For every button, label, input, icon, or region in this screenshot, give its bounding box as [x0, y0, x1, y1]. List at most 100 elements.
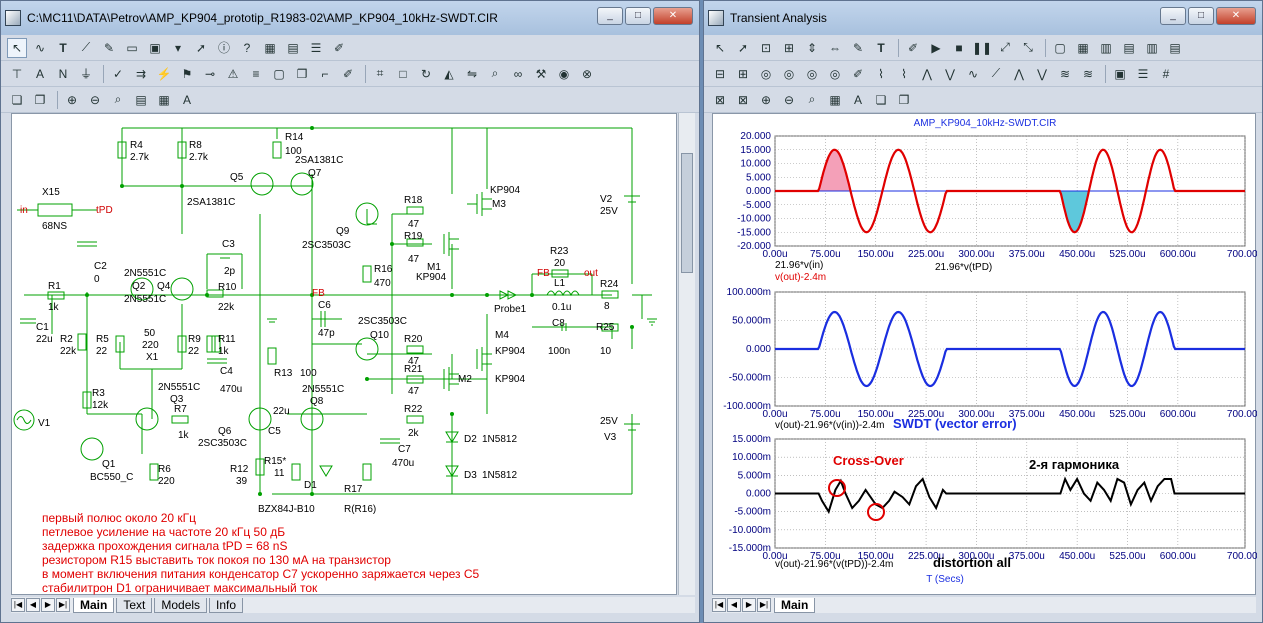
check-icon[interactable]: ✓ — [112, 66, 124, 81]
edit-icon[interactable]: ✐ — [333, 40, 345, 55]
wire-mode-icon[interactable]: ∿ — [34, 40, 46, 55]
copy-icon[interactable]: ❐ — [296, 66, 308, 81]
pin-icon[interactable]: ⊤ — [11, 66, 23, 81]
help-icon[interactable]: ? — [243, 40, 251, 55]
paste-window-icon[interactable]: ❐ — [34, 92, 46, 107]
zoom-in-icon[interactable]: ⊕ — [66, 92, 78, 107]
close-button[interactable]: ✕ — [1216, 7, 1256, 25]
tab-main[interactable]: Main — [774, 597, 816, 613]
list-icon[interactable]: ☰ — [310, 40, 322, 55]
dropdown-icon[interactable]: ▾ — [174, 40, 182, 55]
layout-2-icon[interactable]: ▤ — [1123, 40, 1135, 55]
find-2-icon[interactable]: ◎ — [783, 66, 795, 81]
select-area-icon[interactable]: ⌗ — [376, 66, 384, 80]
attr-icon[interactable]: A — [35, 66, 44, 81]
maximize-button[interactable]: □ — [625, 7, 651, 25]
wave2-icon[interactable]: ≋ — [1082, 66, 1094, 81]
select-mode-icon[interactable]: ↖ — [7, 37, 27, 58]
tab-last-button[interactable]: ▶| — [56, 598, 70, 612]
clipboard-icon[interactable]: ▣ — [1114, 66, 1126, 81]
list-icon[interactable]: ☰ — [1137, 66, 1149, 81]
high-icon[interactable]: ⋀ — [922, 66, 932, 81]
box-icon[interactable]: □ — [399, 66, 407, 81]
cursor2-icon[interactable]: ⊞ — [737, 66, 749, 81]
warning-icon[interactable]: ⚠ — [227, 66, 239, 81]
zoom-fit-icon[interactable]: ⌕ — [808, 92, 816, 106]
layout-1-icon[interactable]: ▥ — [1100, 40, 1112, 55]
tab-first-button[interactable]: |◀ — [11, 598, 25, 612]
grid-toggle-icon[interactable]: ▦ — [829, 92, 841, 107]
layout-4-icon[interactable]: ▤ — [1169, 40, 1181, 55]
zoom-fit-icon[interactable]: ⌕ — [114, 92, 122, 106]
tag-icon[interactable]: ✎ — [852, 40, 864, 55]
scale-x-icon[interactable]: ⇔ — [829, 40, 841, 55]
connect-icon[interactable]: ⌐ — [321, 66, 329, 81]
tab-prev-button[interactable]: ◀ — [727, 598, 741, 612]
fit-2-icon[interactable]: ⊠ — [737, 92, 749, 107]
flag-icon[interactable]: ⚑ — [181, 66, 193, 81]
info-icon[interactable]: ⓘ — [217, 41, 230, 55]
close-button[interactable]: ✕ — [653, 7, 693, 25]
tab-text[interactable]: Text — [116, 597, 153, 613]
props-icon[interactable]: ✐ — [342, 66, 354, 81]
camera-icon[interactable]: ▣ — [149, 40, 161, 55]
pointer-icon[interactable]: ➚ — [195, 40, 207, 55]
edit-icon[interactable]: ✐ — [852, 66, 864, 81]
mirror-icon[interactable]: ◭ — [444, 66, 454, 81]
zoom-box-icon[interactable]: ⊞ — [783, 40, 795, 55]
zoom-out-icon[interactable]: ⊖ — [89, 92, 101, 107]
valley-icon[interactable]: ⌇ — [901, 66, 907, 81]
text-mode-icon[interactable]: T — [59, 40, 67, 55]
global-low-icon[interactable]: ⋁ — [1037, 66, 1047, 81]
find-3-icon[interactable]: ◎ — [806, 66, 818, 81]
text-icon[interactable]: T — [877, 40, 885, 55]
tab-models[interactable]: Models — [154, 597, 208, 613]
binoculars-icon[interactable]: ∞ — [513, 66, 523, 81]
zoom-in-icon[interactable]: ⊕ — [760, 92, 772, 107]
copy-window-icon[interactable]: ❏ — [875, 92, 887, 107]
rotate-icon[interactable]: ↻ — [420, 66, 432, 81]
page-icon[interactable]: ▢ — [1054, 40, 1066, 55]
fit-icon[interactable]: ⊠ — [714, 92, 726, 107]
scale-y-icon[interactable]: ⇕ — [806, 40, 818, 55]
scrollbar-thumb[interactable] — [681, 153, 693, 273]
properties-icon[interactable]: ✐ — [907, 40, 919, 55]
find-icon[interactable]: ⌕ — [491, 66, 499, 80]
minimize-button[interactable]: _ — [597, 7, 623, 25]
peak-icon[interactable]: ⌇ — [878, 66, 884, 81]
help-circle-icon[interactable]: ◉ — [558, 66, 570, 81]
pencil-icon[interactable]: ✎ — [103, 40, 115, 55]
run-icon[interactable]: ▶ — [931, 40, 941, 55]
inflect-icon[interactable]: ∿ — [967, 66, 979, 81]
print-icon[interactable]: ▤ — [135, 92, 147, 107]
stop-circle-icon[interactable]: ⊗ — [581, 66, 593, 81]
grid-icon[interactable]: ▦ — [1077, 40, 1089, 55]
pause-icon[interactable]: ❚❚ — [971, 40, 993, 55]
schematic-vertical-scrollbar[interactable] — [678, 113, 695, 595]
zoom-out-icon[interactable]: ⊖ — [783, 92, 795, 107]
numbers-icon[interactable]: # — [1162, 66, 1170, 81]
schematic-canvas[interactable]: R4 2.7k R8 2.7k R14 100 2SA1381C Q5 Q7 2… — [11, 113, 677, 595]
pointer-dropdown-icon[interactable]: ➚ — [737, 40, 749, 55]
undo-zoom-icon[interactable]: ⤡ — [1023, 40, 1033, 54]
ground-icon[interactable]: ⏚ — [79, 67, 92, 81]
arrows-icon[interactable]: ⇉ — [135, 66, 147, 81]
global-high-icon[interactable]: ⋀ — [1014, 66, 1024, 81]
restore-icon[interactable]: ⤢ — [1000, 40, 1010, 54]
scale-icon[interactable]: ⊡ — [760, 40, 772, 55]
transient-titlebar[interactable]: Transient Analysis _ □ ✕ — [704, 1, 1262, 35]
layers-icon[interactable]: ≡ — [252, 66, 260, 81]
schematic-titlebar[interactable]: C:\MC11\DATA\Petrov\AMP_KP904_prototip_R… — [1, 1, 699, 35]
slope-icon[interactable]: ⟋ — [991, 66, 1001, 80]
wave-icon[interactable]: ≋ — [1059, 66, 1071, 81]
low-icon[interactable]: ⋁ — [945, 66, 955, 81]
cursor-icon[interactable]: ⊟ — [714, 66, 726, 81]
font-icon[interactable]: A — [853, 92, 862, 107]
tab-info[interactable]: Info — [209, 597, 244, 613]
font-icon[interactable]: A — [182, 92, 191, 107]
paste-window-icon[interactable]: ❐ — [898, 92, 910, 107]
tab-first-button[interactable]: |◀ — [712, 598, 726, 612]
line-mode-icon[interactable]: ⟋ — [81, 40, 91, 54]
flash-icon[interactable]: ⚡ — [156, 66, 172, 81]
